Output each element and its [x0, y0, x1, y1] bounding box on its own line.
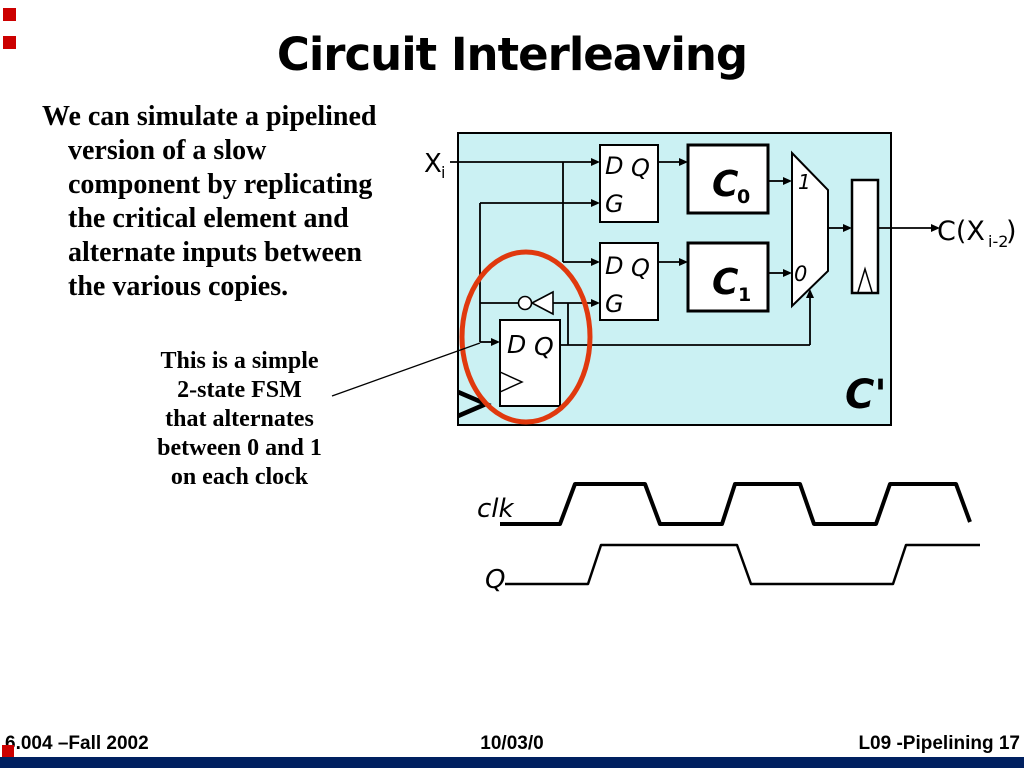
q-waveform-label: Q — [485, 565, 505, 595]
output-label-close: ) — [1006, 216, 1017, 247]
fsm-d-label: D — [507, 330, 526, 359]
xi-input-subscript: i — [441, 163, 445, 182]
footer-bar — [0, 757, 1024, 768]
q-waveform — [505, 543, 980, 586]
inverter-triangle-icon — [530, 290, 554, 316]
latch2-box — [599, 242, 659, 321]
fsm-annotation: This is a simple 2-state FSM that altern… — [132, 347, 347, 492]
latch1-box — [599, 144, 659, 223]
body-line: We can simulate a pipelined — [42, 101, 377, 132]
top-left-red-square-2 — [3, 36, 16, 49]
annotation-pointer-line — [331, 342, 481, 397]
footer-date: 10/03/0 — [480, 733, 544, 754]
register-clock-caret-icon — [857, 266, 873, 293]
top-left-red-square-1 — [3, 8, 16, 21]
annotation-line: This is a simple — [160, 348, 319, 374]
mux-shape — [791, 150, 829, 309]
latch1-q-label: Q — [631, 154, 650, 182]
body-line: version of a slow — [68, 135, 267, 166]
fsm-highlight-ellipse — [459, 249, 593, 425]
body-text: We can simulate a pipelined version of a… — [42, 100, 432, 304]
annotation-line: 2-state FSM — [177, 377, 302, 403]
xi-input-label: X — [424, 149, 442, 179]
inverter-bubble-icon — [517, 295, 533, 311]
output-label: C(X — [937, 216, 985, 247]
cprime-block-label: C' — [845, 372, 887, 418]
fsm-flipflop-box — [499, 319, 561, 407]
page-title: Circuit Interleaving — [276, 28, 748, 81]
c1-box — [686, 241, 770, 313]
latch1-d-label: D — [605, 152, 623, 180]
clk-waveform — [500, 482, 972, 526]
footer-lecture: L09 -Pipelining 17 — [858, 733, 1020, 754]
annotation-line: between 0 and 1 — [157, 435, 322, 461]
output-label-subscript: i-2 — [988, 232, 1008, 251]
fsm-q-label: Q — [534, 332, 554, 361]
c1-label: C — [712, 262, 739, 303]
latch1-g-label: G — [605, 190, 624, 218]
mux-input1-label: 1 — [798, 170, 811, 194]
mux-input0-label: 0 — [794, 262, 807, 286]
c0-subscript: 0 — [737, 186, 750, 208]
bottom-left-red-square — [2, 745, 14, 757]
body-line: component by replicating — [68, 169, 373, 200]
body-line: alternate inputs between — [68, 237, 362, 268]
output-register-box — [850, 178, 880, 295]
latch2-g-label: G — [605, 290, 624, 318]
fsm-clock-caret-icon — [499, 371, 524, 393]
footer-course: 6.004 –Fall 2002 — [5, 733, 149, 754]
latch2-q-label: Q — [631, 254, 650, 282]
annotation-line: that alternates — [165, 406, 314, 432]
annotation-line: on each clock — [170, 464, 309, 490]
c1-subscript: 1 — [738, 284, 751, 306]
wires — [450, 158, 940, 346]
c0-label: C — [712, 164, 739, 205]
c0-box — [686, 143, 770, 215]
latch2-d-label: D — [605, 252, 623, 280]
clk-waveform-label: clk — [477, 494, 515, 524]
body-line: the various copies. — [68, 271, 289, 302]
body-line: the critical element and — [68, 203, 349, 234]
footer: 6.004 –Fall 2002 10/03/0 L09 -Pipelining… — [0, 731, 1024, 757]
